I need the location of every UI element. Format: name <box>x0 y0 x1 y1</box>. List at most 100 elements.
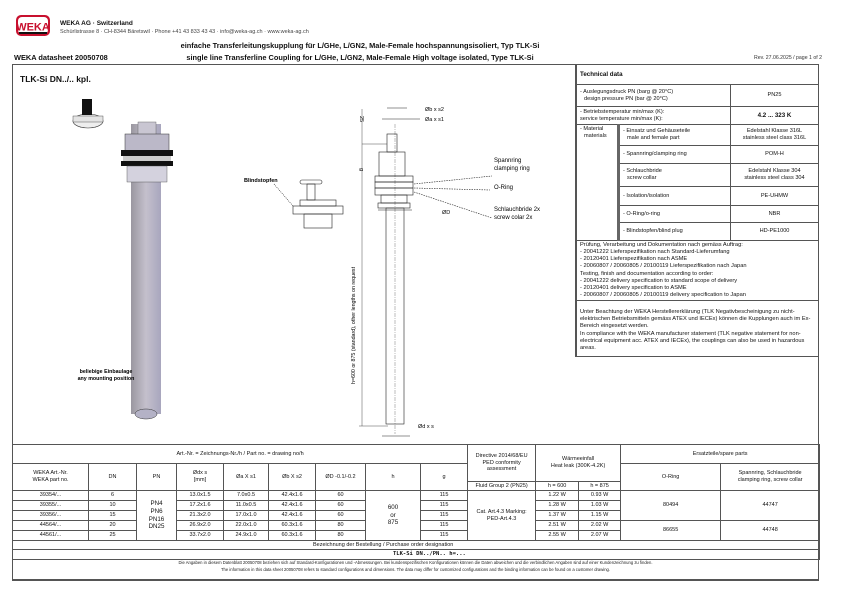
dim-b: Øb x s2 <box>425 107 444 113</box>
dim-g: g <box>358 168 364 171</box>
table-cell: 2.55 W <box>535 530 580 541</box>
page-frame <box>12 64 819 581</box>
pressure-en: design pressure PN (bar @ 20°C) <box>584 95 668 102</box>
pressure-de: - Auslegungsdruck PN (barg @ 20°C) <box>580 88 674 95</box>
testing-line: - 20120401 Lieferspezifikation nach ASME <box>580 256 688 263</box>
table-cell: 39355/... <box>12 500 89 511</box>
material-row: - Blindstopfen/blind plug HD-PE1000 <box>577 222 819 241</box>
table-cell: 1.37 W <box>535 510 580 521</box>
table-cell: 115 <box>419 510 469 521</box>
testing-line: - 20120401 delivery specification to ASM… <box>580 284 687 291</box>
table-cell: PED conformity <box>482 459 521 466</box>
table-cell: 26.9x2.0 <box>176 520 224 531</box>
table-cell: 17.2x1.6 <box>176 500 224 511</box>
table-cell: - Auslegungsdruck PN (barg @ 20°C)design… <box>576 84 731 107</box>
table-cell: 42.4x1.6 <box>268 500 316 511</box>
table-cell: 11.0x0.5 <box>223 500 269 511</box>
table-cell: or <box>390 511 396 519</box>
material-part: - Blindstopfen/blind plug <box>618 222 731 241</box>
table-cell: PE-UHMW <box>760 192 789 199</box>
table-cell: 60.3x1.6 <box>268 520 316 531</box>
table-cell: HD-PE1000 <box>759 228 790 234</box>
spare-parts-header: Ersatzteile/spare parts <box>620 444 821 464</box>
footer-disclaimer: Die Angaben in diesem Datenblatt 2005070… <box>12 556 819 573</box>
oring-label: O-Ring <box>494 185 513 191</box>
table-cell: 2.07 W <box>578 530 622 541</box>
table-cell: Edelstahl Klasse 316L <box>746 128 803 135</box>
table-cell: 60 <box>315 490 366 501</box>
table-cell: Directive 2014/68/EU <box>475 452 528 459</box>
table-cell: 60.3x1.6 <box>268 530 316 541</box>
blind-plug-render <box>72 99 104 129</box>
technical-data: Technical data - Auslegungsdruck PN (bar… <box>575 64 819 357</box>
technical-drawing: beliebige Einbaulage any mounting positi… <box>72 99 540 437</box>
table-cell: WEKA part no. <box>32 477 69 483</box>
table-cell: 60 <box>315 510 366 521</box>
testing-line: - 20060807 / 20060805 / 20100119 Liefers… <box>580 263 747 270</box>
table-cell: 7.0x0.5 <box>223 490 269 501</box>
table-cell: - Material <box>580 126 604 132</box>
testing-line: - 20060807 / 20060805 / 20100119 deliver… <box>580 291 746 298</box>
table-cell: 44747 <box>720 490 821 521</box>
table-cell: h = 600 <box>535 481 580 491</box>
table-cell: 2.02 W <box>578 520 622 531</box>
table-cell: 25 <box>88 530 137 541</box>
table-cell: WEKA Art.-Nr.WEKA part no. <box>12 463 89 491</box>
table-cell: - Einsatz und Gehäuseteile <box>623 128 691 135</box>
table-cell: Ødx s[mm] <box>176 463 224 491</box>
table-cell: stainless steel class 304 <box>744 175 805 181</box>
table-cell: 17.0x1.0 <box>223 510 269 521</box>
material-value: HD-PE1000 <box>730 222 819 241</box>
table-cell: h = 875 <box>578 481 622 491</box>
temp-en: service temperature min/max (K): <box>580 115 663 122</box>
table-cell: 60 <box>315 500 366 511</box>
table-cell: Wärmeeinfall <box>562 456 595 463</box>
table-cell: 21.3x2.0 <box>176 510 224 521</box>
table-cell: Edelstahl Klasse 304 <box>748 168 801 175</box>
table-cell: Øb X s2 <box>268 463 316 491</box>
table-cell: clamping ring, screw collar <box>737 477 803 483</box>
table-cell: ØD -0.1/-0.2 <box>315 463 366 491</box>
table-cell: 1.22 W <box>535 490 580 501</box>
clamp-de: Spannring <box>494 158 521 164</box>
drawing-title: TLK-Si DN../.. kpl. <box>20 74 91 84</box>
table-cell: O-Ring <box>620 463 722 491</box>
table-cell: Spannring, Schlauchbride <box>738 470 802 477</box>
table-cell: g <box>419 463 469 491</box>
weka-logo: WEKA <box>16 15 50 36</box>
dim-a: Øa x s1 <box>425 117 444 123</box>
table-cell: 42.4x1.6 <box>268 490 316 501</box>
table-cell: - Schlauchbride <box>623 168 662 175</box>
table-cell: 86655 <box>620 520 722 541</box>
table-cell: 115 <box>419 520 469 531</box>
table-cell: 0.93 W <box>578 490 622 501</box>
tech-heading: Technical data <box>576 64 819 85</box>
table-cell: Heat leak (300K-4.2K) <box>550 463 606 469</box>
order-value: TLK-Si DN../PN.. h=... <box>11 549 821 560</box>
table-cell: screw collar <box>627 175 657 181</box>
table-cell: 44561/... <box>12 530 89 541</box>
table-cell: 115 <box>419 490 469 501</box>
dim-d: Ød x s <box>418 424 434 430</box>
mounting-en: any mounting position <box>78 376 135 382</box>
table-cell: 44748 <box>720 520 821 541</box>
table-cell: PN4 <box>150 500 163 507</box>
table-cell: - Isolation/isolation <box>623 192 670 199</box>
table-cell: 20 <box>88 520 137 531</box>
temp-value: 4.2 ... 323 K <box>730 106 819 125</box>
pressure-value: PN25 <box>730 84 819 107</box>
table-cell: - Blindstopfen/blind plug <box>623 228 683 234</box>
table-cell: Ødx s <box>192 470 208 477</box>
table-cell: PN <box>136 463 177 491</box>
table-cell: 22.0x1.0 <box>223 520 269 531</box>
footer-en: The information in this data sheet 20050… <box>220 566 611 572</box>
material-part: - Spannring/clamping ring <box>618 145 731 164</box>
footer-de: Die Angaben in diesem Datenblatt 2005070… <box>178 560 653 565</box>
material-value: NBR <box>730 205 819 223</box>
table-cell: 39354/... <box>12 490 89 501</box>
